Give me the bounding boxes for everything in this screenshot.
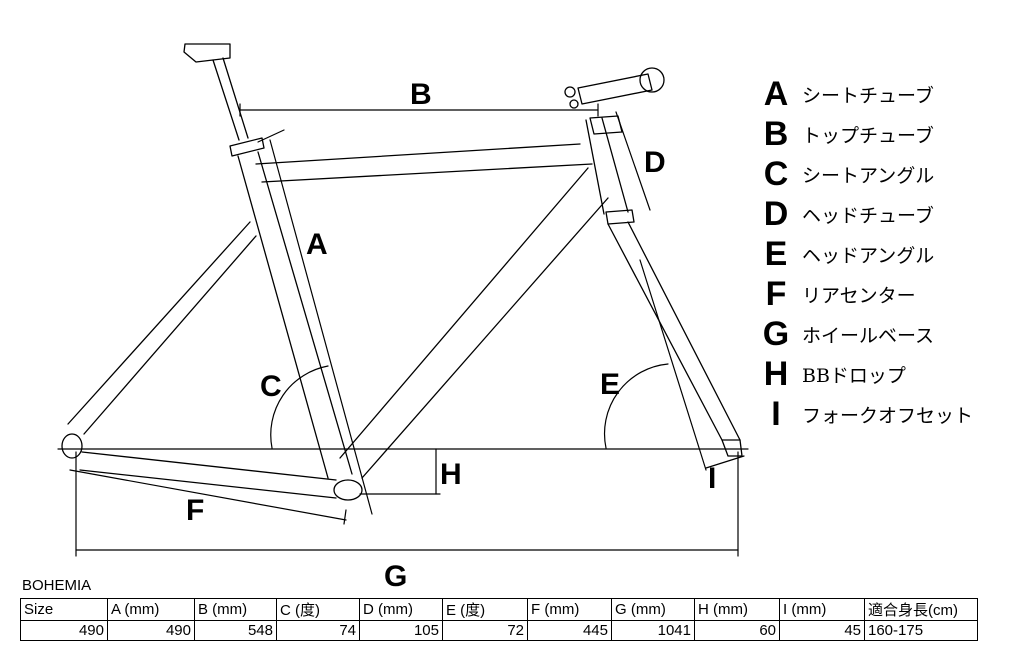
legend-label: トップチューブ [802,124,934,147]
legend-letter: G [762,315,790,353]
dim-label-g: G [384,560,407,590]
table-cell: 105 [359,620,443,641]
stem [577,73,653,105]
legend-label: ヘッドアングル [802,244,935,267]
model-name: BOHEMIA [22,577,92,594]
dim-label-a: A [306,228,328,261]
table-cell: 160-175 [864,620,978,641]
chain-stay [79,451,337,499]
table-header-cell: D (mm) [359,598,443,621]
legend-label: BBドロップ [802,364,906,387]
legend-letter: E [764,235,788,273]
legend-item: E ヘッドアングル [756,234,1018,274]
seat-collar [229,137,265,157]
legend-letter: F [765,275,787,313]
headset-cups [589,115,635,225]
table-header-cell: F (mm) [527,598,612,621]
table-cell: 490 [107,620,195,641]
legend-label: ホイールベース [802,324,935,347]
table-header-cell: H (mm) [694,598,780,621]
legend-label: ヘッドチューブ [802,204,934,227]
bottom-bracket [333,479,363,501]
dim-label-c: C [260,370,282,403]
legend-item: C シートアングル [756,154,1018,194]
seat-post [212,57,249,141]
dim-label-e: E [600,368,620,401]
dim-label-h: H [440,458,462,491]
legend-item: I フォークオフセット [756,394,1018,434]
legend-label: シートチューブ [802,84,934,107]
legend-letter: A [763,75,789,113]
table-header-cell: A (mm) [107,598,195,621]
legend-letter: I [771,395,781,433]
table-header-cell: G (mm) [611,598,695,621]
table-row: 490 490 548 74 105 72 445 1041 60 45 160… [20,620,978,641]
table-header-cell: E (度) [442,598,528,621]
legend-item: D ヘッドチューブ [756,194,1018,234]
table-header-cell: C (度) [276,598,360,621]
table-cell: 74 [276,620,360,641]
table-cell: 1041 [611,620,695,641]
table-header-row: Size A (mm) B (mm) C (度) D (mm) E (度) F … [20,598,978,621]
bike-frame-geometry-diagram: A B C D E F G H I [57,43,749,590]
fork-dropout [721,439,743,457]
table-header-cell: 適合身長(cm) [864,598,978,621]
legend-label: シートアングル [802,164,935,187]
dimension-legend: A シートチューブ B トップチューブ C シートアングル D ヘッドチューブ … [756,74,1018,434]
dim-label-d: D [644,146,666,179]
legend-item: F リアセンター [756,274,1018,314]
table-header-cell: I (mm) [779,598,865,621]
legend-letter: D [763,195,789,233]
table-cell: 490 [20,620,108,641]
table-header-cell: Size [20,598,108,621]
seat-tube [237,151,353,479]
legend-letter: C [763,155,789,193]
legend-item: A シートチューブ [756,74,1018,114]
legend-item: B トップチューブ [756,114,1018,154]
dim-label-b: B [410,78,432,111]
table-cell: 60 [694,620,780,641]
down-tube [339,167,609,479]
legend-item: G ホイールベース [756,314,1018,354]
table-cell: 72 [442,620,528,641]
legend-letter: H [763,355,789,393]
geometry-spec-table: Size A (mm) B (mm) C (度) D (mm) E (度) F … [20,598,978,641]
dim-label-f: F [186,494,204,527]
fork-blade [607,221,741,441]
rear-dropout [61,433,83,459]
seat-stay [67,221,257,435]
table-cell: 45 [779,620,865,641]
frame-outline [61,43,743,501]
dimension-lines [57,103,749,557]
saddle-clamp [183,43,231,63]
legend-label: フォークオフセット [802,404,974,427]
table-cell: 445 [527,620,612,641]
legend-label: リアセンター [802,284,916,307]
top-tube [255,143,593,183]
table-cell: 548 [194,620,277,641]
dim-label-i: I [708,462,716,495]
legend-item: H BBドロップ [756,354,1018,394]
legend-letter: B [763,115,789,153]
table-header-cell: B (mm) [194,598,277,621]
